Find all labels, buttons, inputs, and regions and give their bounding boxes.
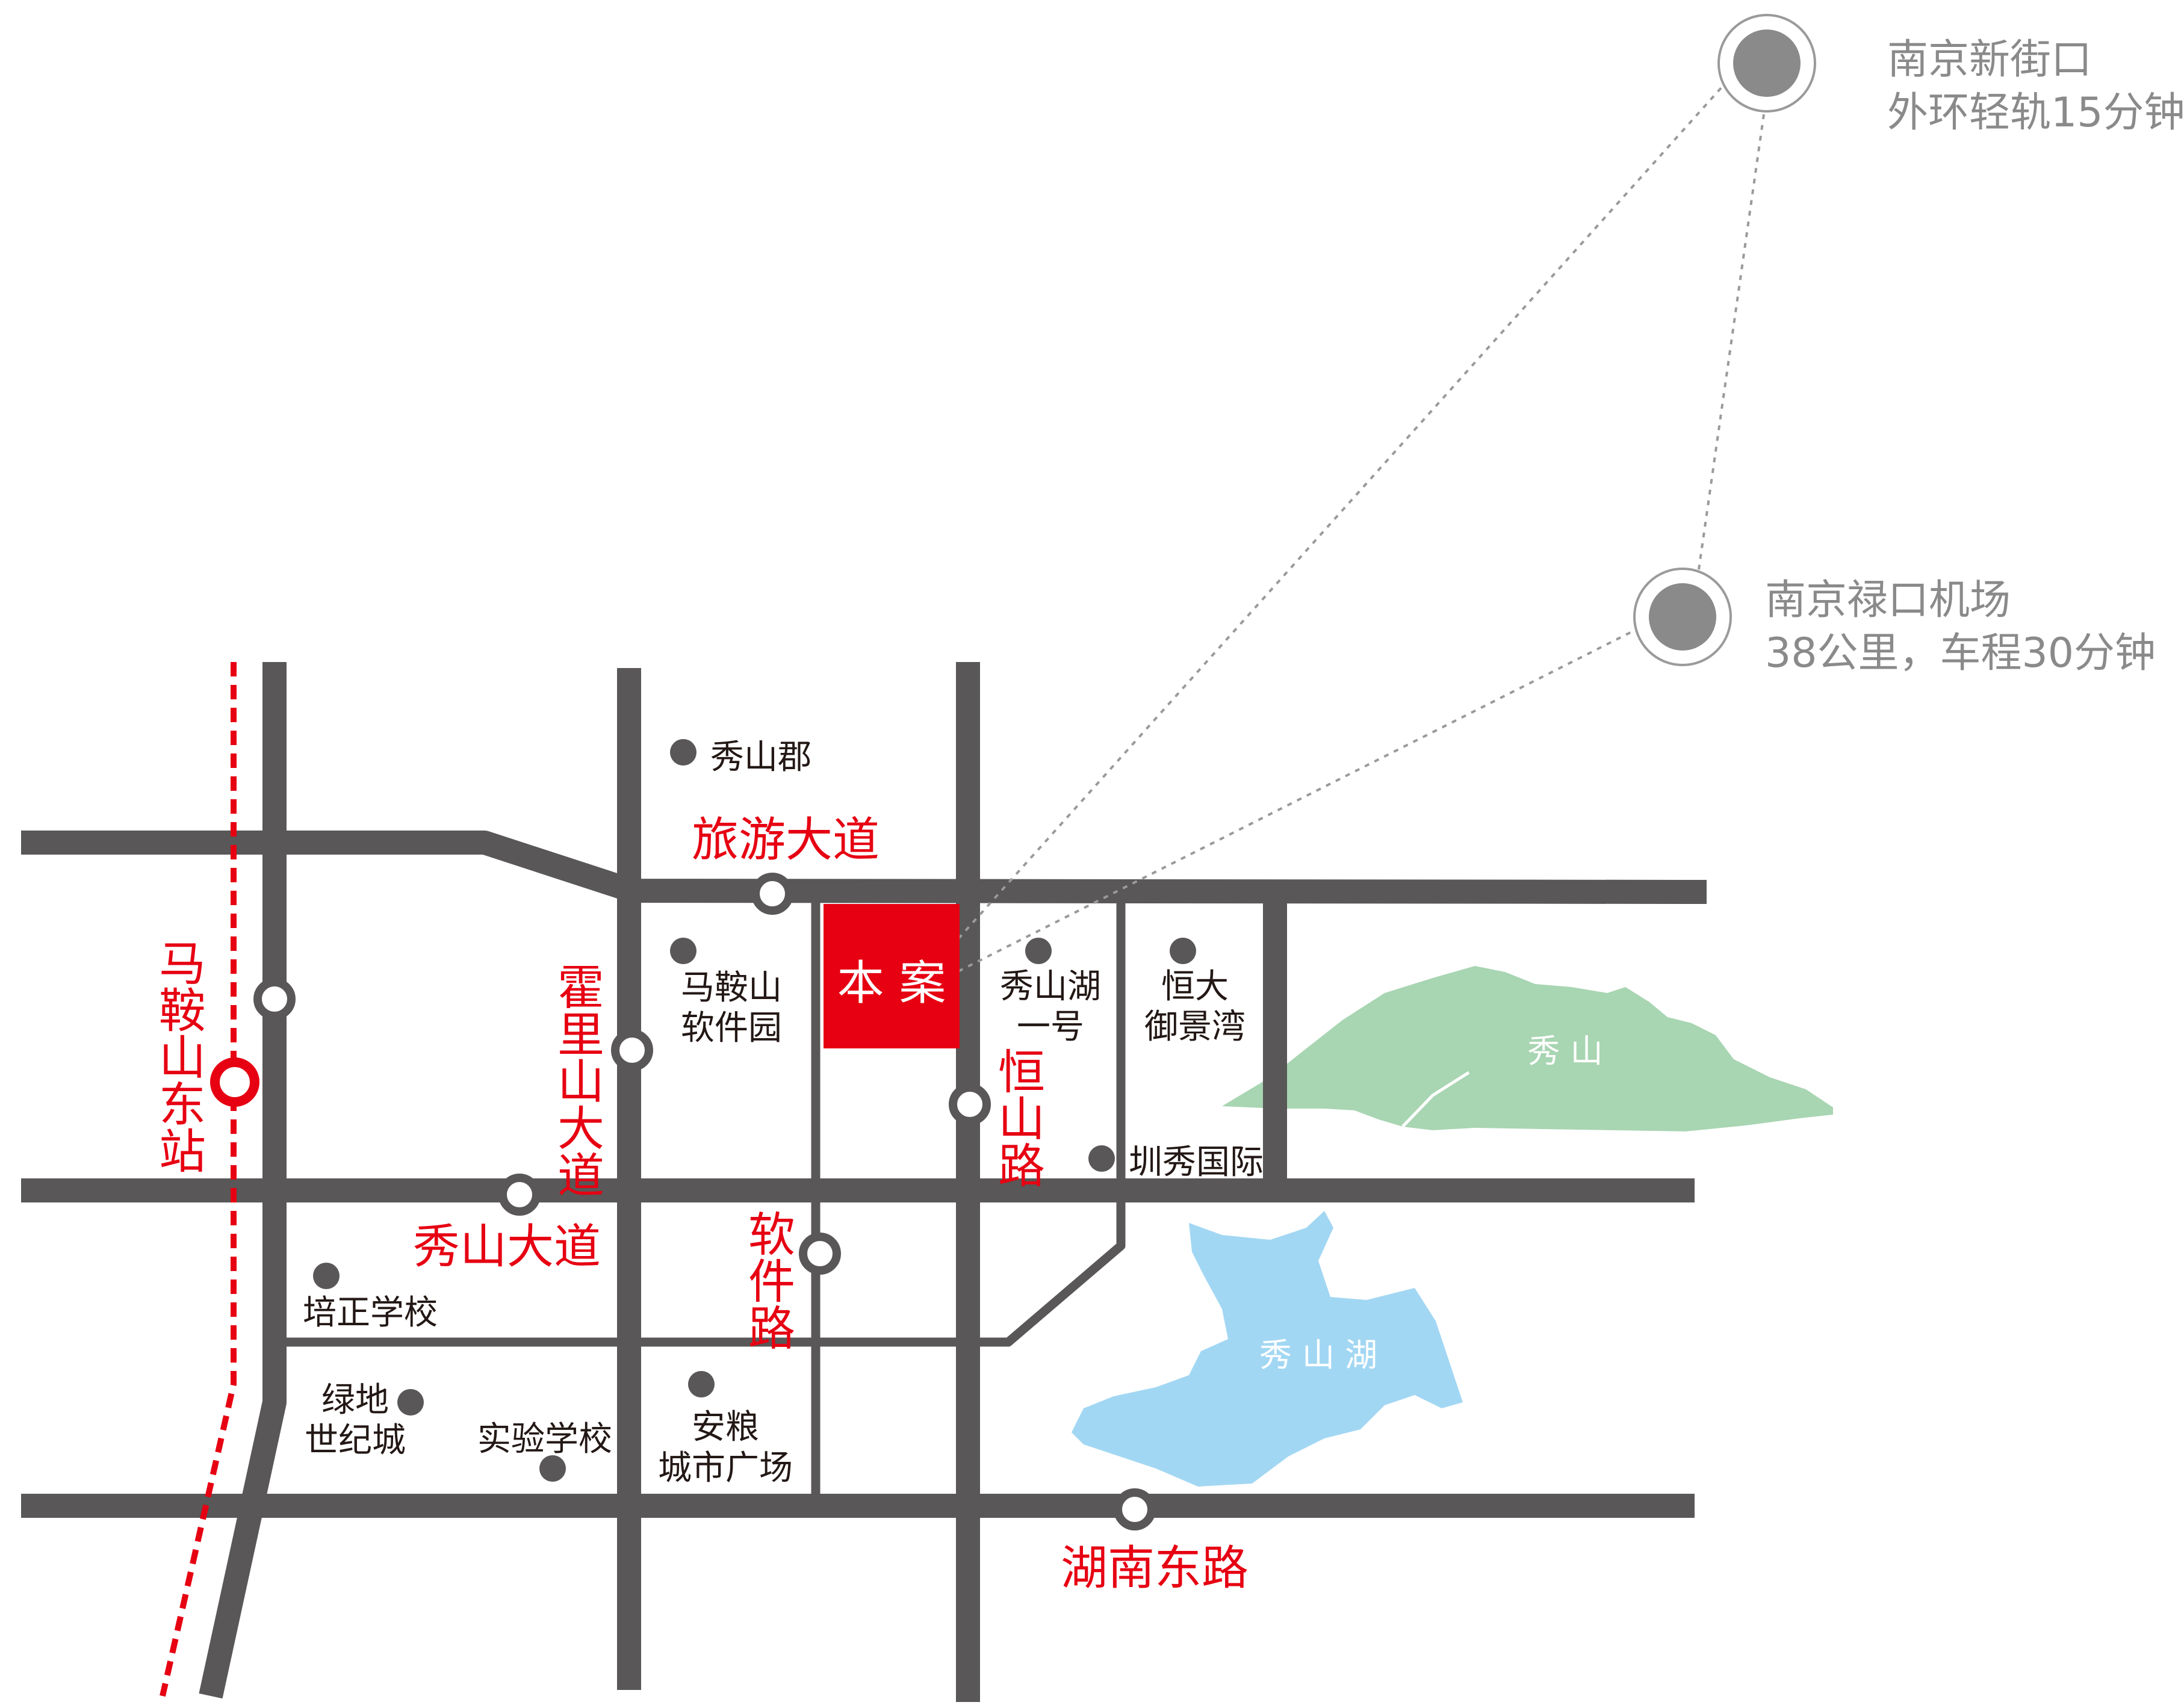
destination-airport-detail: 38公里，车程30分钟 bbox=[1765, 630, 2156, 677]
poi-dot[interactable] bbox=[1170, 938, 1196, 964]
poi-label-peizheng: 培正学校 bbox=[303, 1293, 438, 1332]
line-to-xinjiekou bbox=[914, 86, 1723, 988]
line-to-airport bbox=[938, 625, 1644, 982]
metro-station-icon[interactable] bbox=[498, 1174, 541, 1216]
poi-label-anliang: 安粮 bbox=[692, 1408, 759, 1447]
xiushan-mountain bbox=[1222, 966, 1833, 1131]
poi-label-software-park: 软件园 bbox=[681, 1009, 782, 1048]
poi-label-xiushanjun: 秀山郡 bbox=[710, 738, 811, 777]
road-label-huolishan: 霍里山大道 bbox=[550, 963, 604, 1198]
road-label-hengshan: 恒山路 bbox=[990, 1047, 1044, 1188]
poi-dot[interactable] bbox=[670, 739, 696, 766]
poi-label-hengda: 恒大 bbox=[1161, 967, 1229, 1006]
road-label-ruanjian: 软件路 bbox=[740, 1210, 795, 1351]
road-label-lvyou: 旅游大道 bbox=[692, 813, 879, 867]
poi-dot[interactable] bbox=[688, 1371, 715, 1397]
railway-station-icon[interactable] bbox=[210, 1057, 259, 1107]
poi-label-shiyan: 实验学校 bbox=[477, 1420, 612, 1459]
metro-station-icon[interactable] bbox=[799, 1233, 841, 1275]
road-network bbox=[21, 662, 1707, 1702]
poi-dots bbox=[313, 739, 1196, 1482]
poi-dot[interactable] bbox=[1088, 1145, 1115, 1172]
project-label: 本 案 bbox=[837, 956, 946, 1010]
metro-station-icon[interactable] bbox=[949, 1083, 991, 1125]
metro-stations bbox=[253, 873, 1156, 1530]
poi-dot[interactable] bbox=[397, 1389, 424, 1416]
metro-station-icon[interactable] bbox=[1114, 1488, 1156, 1530]
destination-xinjiekou[interactable] bbox=[1717, 14, 1816, 113]
railway-line bbox=[160, 662, 237, 1697]
poi-dot[interactable] bbox=[313, 1263, 340, 1289]
mountain-label: 秀 山 bbox=[1527, 1032, 1602, 1070]
xiushan-lake bbox=[1072, 1211, 1463, 1487]
poi-label-hengda: 御景湾 bbox=[1144, 1007, 1246, 1047]
road-minor bbox=[283, 903, 1126, 1499]
sight-lines bbox=[914, 86, 1765, 988]
metro-station-icon[interactable] bbox=[751, 873, 793, 915]
road-label-hunan-east: 湖南东路 bbox=[1061, 1541, 1249, 1595]
lake-label: 秀 山 湖 bbox=[1259, 1336, 1377, 1374]
destination-airport-name: 南京禄口机场 bbox=[1765, 577, 2011, 624]
poi-label-xiushanhu-yihao: 秀山湖 bbox=[1000, 967, 1101, 1006]
poi-label-lvdi: 世纪城 bbox=[305, 1421, 406, 1460]
poi-label-xiushanhu-yihao: 一号 bbox=[1017, 1007, 1084, 1047]
road-internal-east bbox=[283, 903, 1126, 1347]
poi-label-zhenxiu: 圳秀国际 bbox=[1129, 1143, 1264, 1182]
destination-airport[interactable] bbox=[1633, 568, 1732, 666]
poi-label-anliang: 城市广场 bbox=[658, 1449, 793, 1488]
poi-label-lvdi: 绿地 bbox=[321, 1381, 389, 1420]
poi-dot[interactable] bbox=[1025, 938, 1052, 964]
metro-station-icon[interactable] bbox=[253, 978, 296, 1020]
line-xinjiekou-airport bbox=[1696, 114, 1765, 578]
road-lvyou bbox=[21, 831, 1707, 904]
poi-label-software-park: 马鞍山 bbox=[681, 968, 782, 1007]
metro-station-icon[interactable] bbox=[611, 1029, 653, 1071]
road-west bbox=[199, 662, 287, 1699]
poi-dot[interactable] bbox=[539, 1455, 566, 1482]
destination-dot-icon bbox=[1649, 583, 1716, 651]
poi-dot[interactable] bbox=[670, 938, 696, 964]
project-block[interactable] bbox=[824, 904, 960, 1048]
station-label: 马鞍山东站 bbox=[151, 939, 205, 1174]
destination-dot-icon bbox=[1733, 29, 1801, 97]
destination-xinjiekou-detail: 外环轻轨15分钟 bbox=[1887, 89, 2184, 137]
destination-xinjiekou-name: 南京新街口 bbox=[1887, 36, 2092, 84]
xiushan-mountain-ridge bbox=[1401, 1071, 1470, 1128]
road-label-xiushan: 秀山大道 bbox=[413, 1220, 601, 1274]
